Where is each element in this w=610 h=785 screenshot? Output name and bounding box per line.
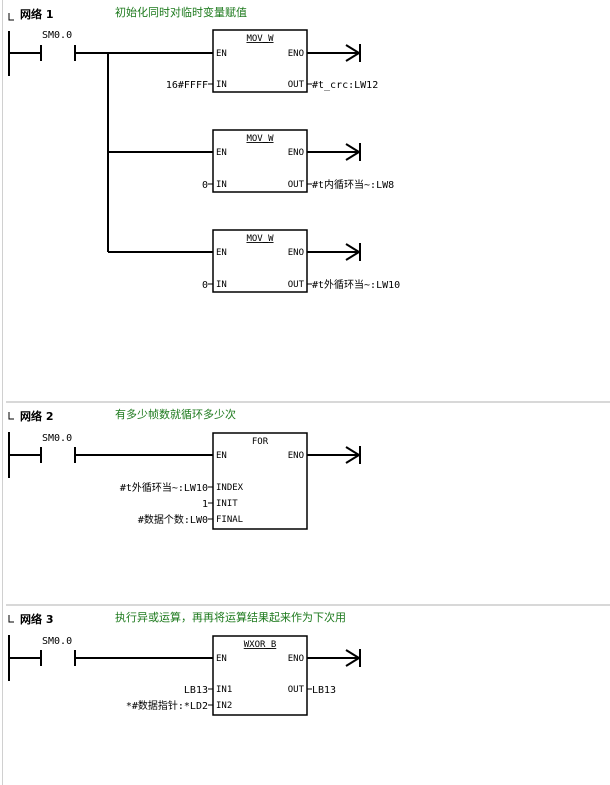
input-operand-in1[interactable]: LB13 xyxy=(184,685,208,696)
network-comment[interactable]: 初始化同时对临时变量赋值 xyxy=(115,5,247,19)
block-name: MOV_W xyxy=(246,234,274,244)
block-name: MOV_W xyxy=(246,134,274,144)
pin-init: INIT xyxy=(216,499,238,509)
eno-arrow xyxy=(307,143,361,161)
for-block[interactable]: FOR EN INDEX INIT FINAL ENO xyxy=(212,432,308,530)
pin-in: IN xyxy=(216,180,227,190)
network-collapse-icon[interactable] xyxy=(8,412,14,420)
contact-sm0-0[interactable] xyxy=(9,45,76,61)
pin-in2: IN2 xyxy=(216,701,232,711)
contact-label: SM0.0 xyxy=(42,30,72,41)
eno-arrow xyxy=(307,649,361,667)
contact-label: SM0.0 xyxy=(42,636,72,647)
input-operand-index[interactable]: #t外循环当~:LW10 xyxy=(120,481,208,494)
pin-eno: ENO xyxy=(288,49,304,59)
network-1: 网络 1 初始化同时对临时变量赋值 SM0.0 MOV_W EN IN ENO … xyxy=(8,5,400,293)
network-2: 网络 2 有多少帧数就循环多少次 SM0.0 FOR EN INDEX INIT… xyxy=(8,407,361,530)
eno-arrow xyxy=(307,44,361,62)
pin-eno: ENO xyxy=(288,148,304,158)
pin-out: OUT xyxy=(288,280,305,290)
network-collapse-icon[interactable] xyxy=(8,615,14,623)
block-name: FOR xyxy=(252,437,269,447)
pin-final: FINAL xyxy=(216,515,243,525)
mov-w-block-1[interactable]: MOV_W EN IN ENO OUT xyxy=(212,29,308,93)
input-operand-in2[interactable]: *#数据指针:*LD2 xyxy=(126,699,208,712)
output-operand[interactable]: LB13 xyxy=(312,685,336,696)
pin-eno: ENO xyxy=(288,654,304,664)
network-comment[interactable]: 有多少帧数就循环多少次 xyxy=(115,407,236,421)
block-name: MOV_W xyxy=(246,34,274,44)
output-operand[interactable]: #t内循环当~:LW8 xyxy=(312,178,394,191)
pin-eno: ENO xyxy=(288,248,304,258)
pin-en: EN xyxy=(216,248,227,258)
network-label: 网络 1 xyxy=(20,7,53,21)
pin-index: INDEX xyxy=(216,483,244,493)
wxor-b-block[interactable]: WXOR_B EN IN1 IN2 ENO OUT xyxy=(212,635,308,716)
pin-eno: ENO xyxy=(288,451,304,461)
network-3: 网络 3 执行异或运算，再再将运算结果起来作为下次用 SM0.0 WXOR_B … xyxy=(8,610,361,716)
eno-arrow xyxy=(307,243,361,261)
input-operand[interactable]: 16#FFFF xyxy=(166,80,208,91)
pin-en: EN xyxy=(216,654,227,664)
mov-w-block-3[interactable]: MOV_W EN IN ENO OUT xyxy=(212,229,308,293)
pin-in: IN xyxy=(216,280,227,290)
mov-w-block-2[interactable]: MOV_W EN IN ENO OUT xyxy=(212,129,308,193)
pin-out: OUT xyxy=(288,685,305,695)
pin-out: OUT xyxy=(288,180,305,190)
pin-en: EN xyxy=(216,148,227,158)
contact-sm0-0[interactable] xyxy=(9,447,76,463)
block-name: WXOR_B xyxy=(244,640,277,650)
network-collapse-icon[interactable] xyxy=(8,13,14,21)
network-label: 网络 3 xyxy=(20,612,53,626)
pin-en: EN xyxy=(216,49,227,59)
pin-in: IN xyxy=(216,80,227,90)
network-comment[interactable]: 执行异或运算，再再将运算结果起来作为下次用 xyxy=(115,610,346,624)
input-operand[interactable]: 0 xyxy=(202,280,208,291)
input-operand-init[interactable]: 1 xyxy=(202,499,208,510)
input-operand-final[interactable]: #数据个数:LW0 xyxy=(138,513,208,526)
pin-out: OUT xyxy=(288,80,305,90)
input-operand[interactable]: 0 xyxy=(202,180,208,191)
pin-en: EN xyxy=(216,451,227,461)
output-operand[interactable]: #t_crc:LW12 xyxy=(312,80,378,91)
output-operand[interactable]: #t外循环当~:LW10 xyxy=(312,278,400,291)
contact-label: SM0.0 xyxy=(42,433,72,444)
pin-in1: IN1 xyxy=(216,685,232,695)
eno-arrow xyxy=(307,446,361,464)
contact-sm0-0[interactable] xyxy=(9,650,76,666)
network-label: 网络 2 xyxy=(20,409,53,423)
